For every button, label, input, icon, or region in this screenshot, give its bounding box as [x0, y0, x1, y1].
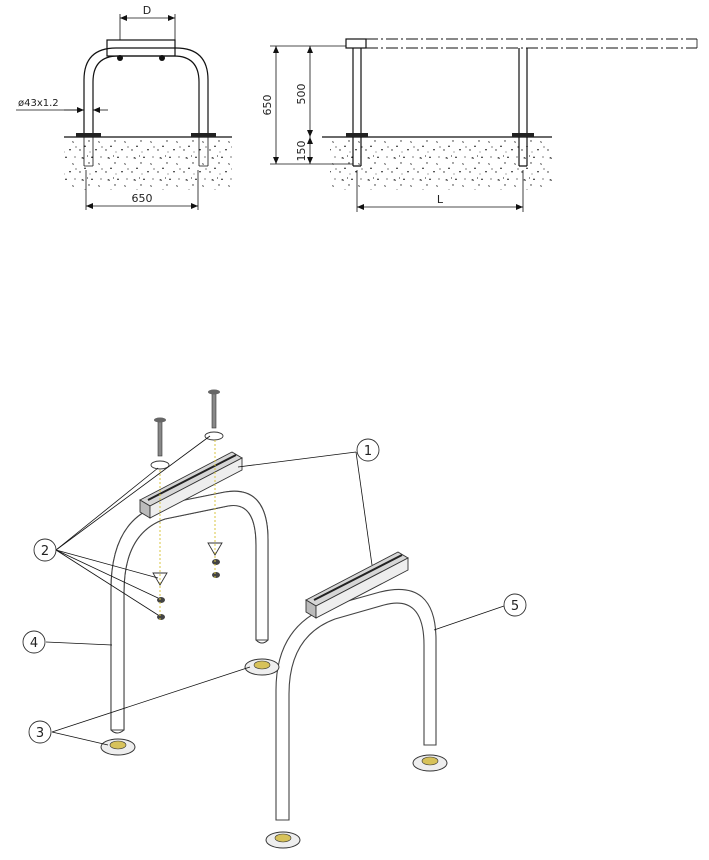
dim-total-height-label: 650 — [261, 95, 274, 116]
ground-soil-side — [330, 137, 552, 190]
hoop-inner-front — [92, 55, 200, 137]
front-view: D ø43x1.2 650 — [16, 4, 232, 210]
dim-tube-label: ø43x1.2 — [18, 98, 59, 109]
hoop-part-4 — [110, 490, 269, 731]
dim-width-label: 650 — [132, 192, 153, 205]
rail-part-1-lower — [305, 551, 409, 619]
fasteners-part-2 — [150, 389, 224, 620]
base-plates-part-3 — [100, 658, 448, 849]
dim-length-label: L — [437, 193, 444, 206]
hoop-outer-front — [83, 47, 209, 137]
dim-d-label: D — [143, 4, 151, 17]
base-plate-front-left — [76, 133, 101, 137]
top-cap-front — [106, 39, 176, 57]
base-plate-front-right — [191, 133, 216, 137]
dim-embed-label: 150 — [295, 141, 308, 162]
dim-above-ground-label: 500 — [295, 84, 308, 105]
rail-part-1-upper — [139, 451, 243, 519]
callout-5-label: 5 — [511, 599, 519, 614]
callout-2: 2 — [33, 538, 57, 562]
callout-1-label: 1 — [364, 444, 372, 459]
callout-3-label: 3 — [36, 726, 44, 741]
callout-5: 5 — [503, 593, 527, 617]
callout-1: 1 — [356, 438, 380, 462]
exploded-view: 1 2 3 4 5 — [22, 389, 527, 849]
callout-2-label: 2 — [41, 544, 49, 559]
hoop-part-5 — [275, 588, 437, 821]
callout-3: 3 — [28, 720, 52, 744]
side-view: 650 500 150 L — [261, 38, 698, 212]
post-left-side — [352, 48, 362, 167]
callout-4-label: 4 — [30, 636, 38, 651]
callout-4: 4 — [22, 630, 46, 654]
post-right-side — [518, 48, 528, 167]
ground-soil-front — [64, 137, 232, 190]
